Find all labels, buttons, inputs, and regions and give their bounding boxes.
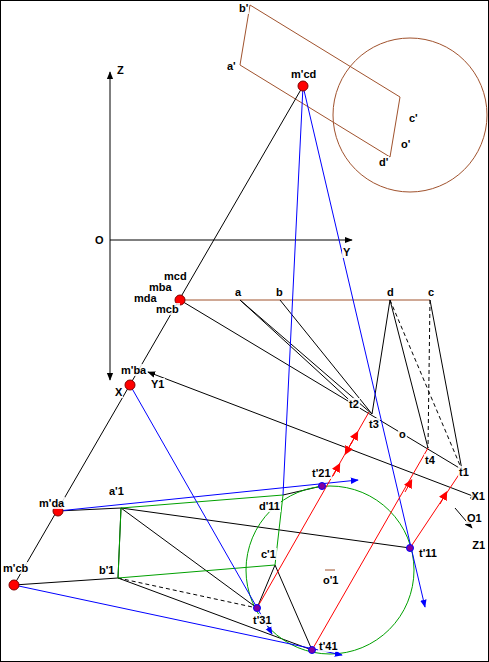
point-label: d'11: [258, 500, 281, 512]
point-label: Y1: [150, 378, 165, 390]
point-label: b'1: [98, 564, 115, 576]
point-label: m'ba: [120, 364, 147, 376]
point-label: t'31: [252, 614, 273, 626]
point-label: a: [234, 286, 242, 298]
point-label: t'11: [418, 547, 438, 559]
point-label: X1: [471, 490, 486, 502]
point-label: m'cd: [290, 68, 317, 80]
point-label: t1: [458, 466, 470, 478]
point-label: o'1: [322, 574, 339, 586]
point-label: t4: [424, 454, 436, 466]
point-label: m'da: [38, 497, 65, 509]
point-label: m'cb: [2, 562, 29, 574]
point-label: Z: [116, 64, 125, 76]
point-label: d': [378, 156, 389, 168]
point-label: O1: [466, 512, 483, 524]
point-label: t'21: [311, 467, 332, 479]
point-label: o': [400, 138, 411, 150]
point-label: o: [398, 428, 407, 440]
point-label: mcb: [155, 303, 180, 315]
point-label: b: [275, 286, 284, 298]
point-label: Z1: [471, 539, 486, 551]
point-label: b': [238, 2, 249, 14]
point-label: a': [226, 60, 237, 72]
point-label: O: [94, 234, 105, 246]
point-label: t2: [348, 398, 360, 410]
point-label: c': [408, 112, 419, 124]
point-label: Y: [342, 246, 351, 258]
point-label: c: [427, 286, 435, 298]
point-label: a'1: [108, 485, 125, 497]
point-label: c'1: [260, 548, 277, 560]
point-label: t'41: [318, 640, 339, 652]
point-label: d: [386, 286, 395, 298]
point-label: t3: [368, 418, 380, 430]
point-label: mda: [133, 292, 158, 304]
point-label: X: [114, 386, 123, 398]
